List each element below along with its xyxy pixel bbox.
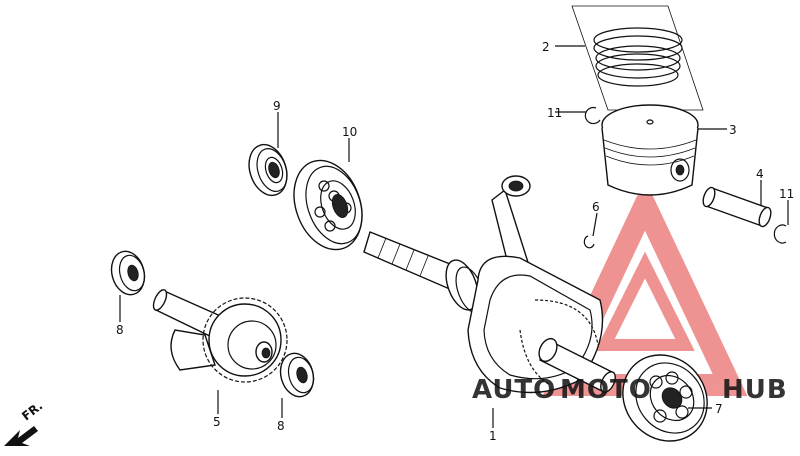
leader-lines <box>119 45 789 428</box>
callout-11-right: 11 <box>779 187 794 201</box>
callout-3: 3 <box>729 123 737 137</box>
watermark-text: AUTO MOTO HUB <box>472 375 788 405</box>
callout-5: 5 <box>213 415 221 429</box>
piston-pin-clip-small <box>583 235 595 249</box>
balancer-gear <box>152 289 288 383</box>
callout-7: 7 <box>715 402 723 416</box>
watermark-hub: HUB <box>722 375 788 405</box>
bearing-10 <box>293 159 363 251</box>
callout-2: 2 <box>542 40 550 54</box>
callout-numbers: 2 3 11 4 11 6 9 10 8 8 5 1 7 <box>116 40 794 443</box>
bearing-8-left <box>110 250 146 296</box>
bearing-9 <box>248 143 288 197</box>
callout-4: 4 <box>756 167 764 181</box>
callout-8-lower: 8 <box>277 419 285 433</box>
piston-pin-clip-upper <box>584 106 601 125</box>
piston-pin-clip-right <box>773 224 787 244</box>
piston-pin <box>702 186 772 228</box>
callout-8-left: 8 <box>116 323 124 337</box>
callout-6: 6 <box>592 200 600 214</box>
callout-9: 9 <box>273 99 281 113</box>
callout-10: 10 <box>342 125 357 139</box>
front-arrow-icon <box>4 426 38 446</box>
front-direction-indicator: FR. <box>4 399 45 446</box>
watermark-auto: AUTO <box>472 375 556 405</box>
piston-rings <box>571 5 704 111</box>
crankshaft <box>363 175 616 394</box>
watermark-moto: MOTO <box>560 375 652 405</box>
callout-1: 1 <box>489 429 497 443</box>
front-label: FR. <box>19 399 45 424</box>
bearing-8-lower <box>279 352 315 398</box>
piston <box>601 104 699 196</box>
bearing-7 <box>622 354 708 442</box>
callout-11-upper: 11 <box>547 106 562 120</box>
